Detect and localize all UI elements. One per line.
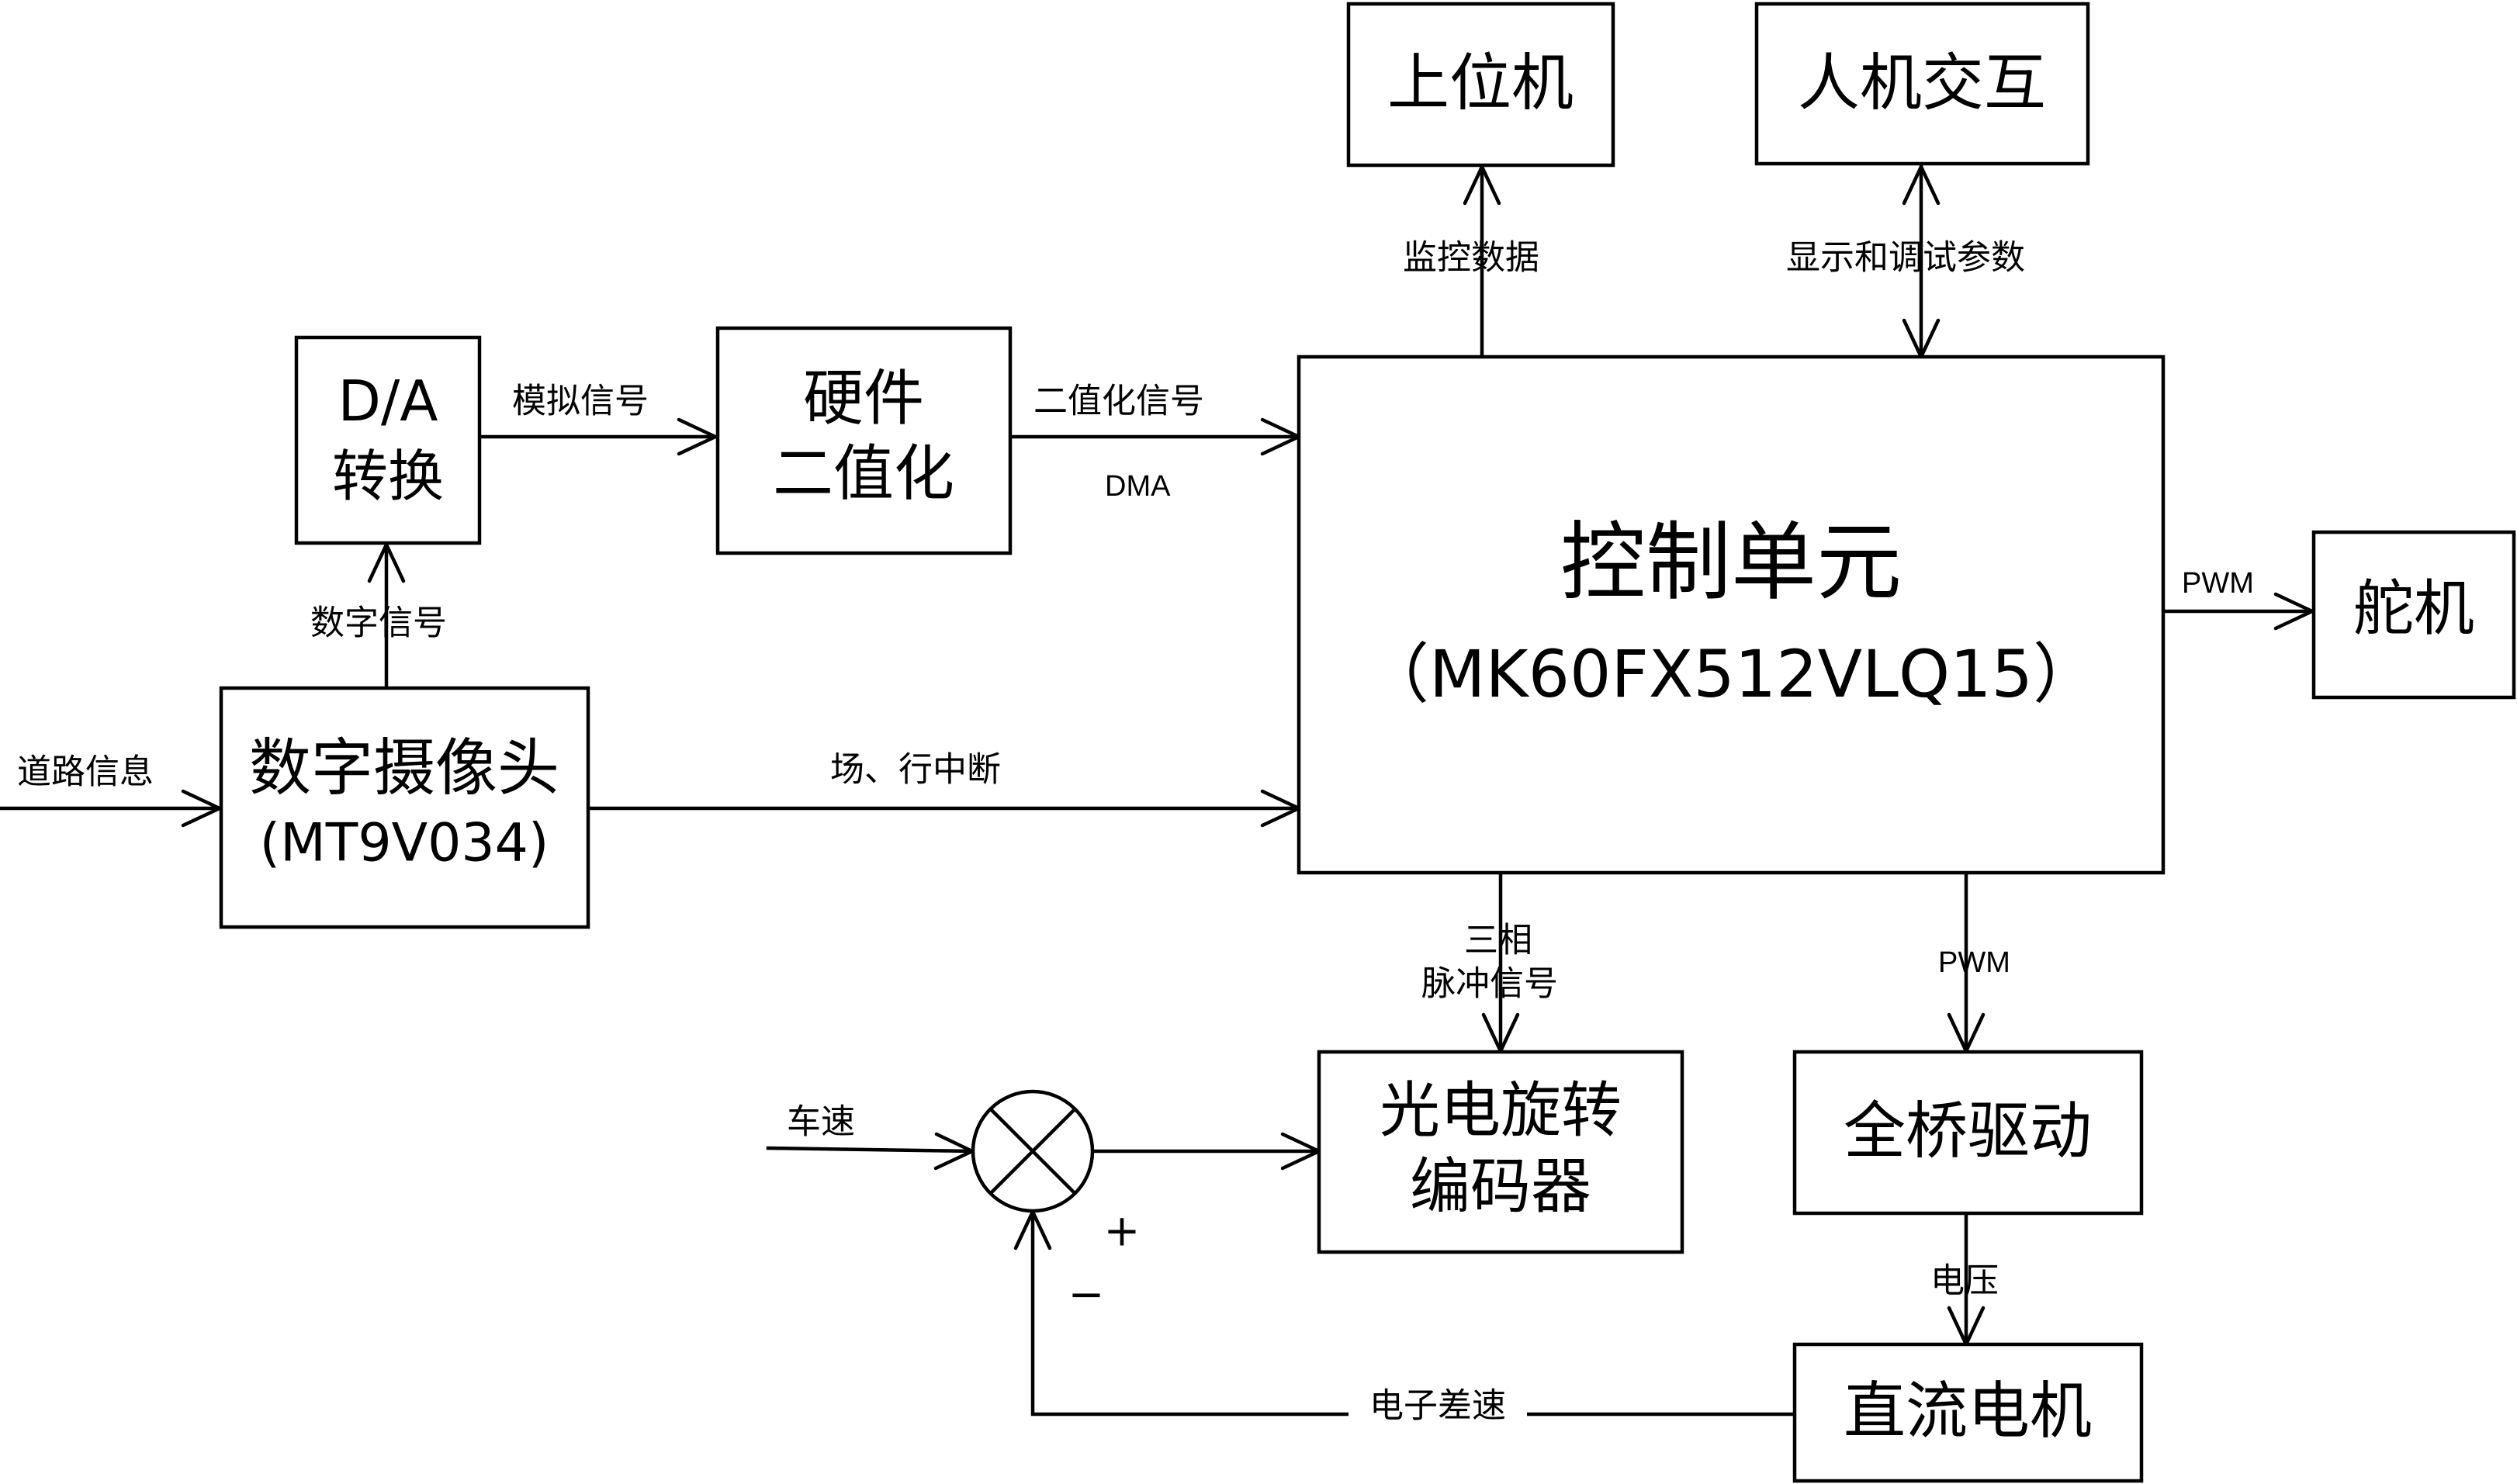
servo-block: 舵机 (2311, 530, 2516, 700)
control-unit-block: 控制单元 （MK60FX512VLQ15） (1297, 355, 2166, 875)
hmi-label: 人机交互 (1798, 47, 2046, 119)
hmi-block: 人机交互 (1754, 2, 2090, 166)
label-background-electronic-differential (1349, 1393, 1527, 1435)
da-label-line1: D/A (338, 368, 438, 434)
hardware-binarization-label-line2: 二值化 (773, 439, 954, 509)
digital-camera-label-line1: 数字摄像头 (249, 732, 559, 804)
full-bridge-driver-label: 全桥驱动 (1844, 1095, 2092, 1167)
label-dma: DMA (1105, 470, 1171, 503)
label-display-debug-params: 显示和调试参数 (1786, 238, 2025, 278)
label-pwm-bridge: PWM (1938, 946, 2010, 979)
wire-speed-to-sum (766, 1146, 975, 1154)
edge-labels: 监控数据 显示和调试参数 模拟信号 二值化信号 DMA 数字信号 道路信息 场、… (17, 238, 2254, 1435)
host-pc-block: 上位机 (1346, 2, 1615, 168)
arrowhead-hmi-top (1902, 164, 1941, 206)
summing-junction (971, 1089, 1095, 1213)
label-road-info: 道路信息 (17, 752, 154, 792)
da-label-line2: 转换 (332, 444, 444, 509)
digital-camera-label-line2: (MT9V034) (260, 813, 549, 874)
label-analog-signal: 模拟信号 (512, 382, 649, 421)
dc-motor-block: 直流电机 (1792, 1342, 2144, 1483)
label-three-phase-line2: 脉冲信号 (1421, 964, 1558, 1004)
encoder-block: 光电旋转 编码器 (1317, 1050, 1684, 1254)
da-converter-block: D/A 转换 (294, 335, 482, 545)
wire-motor-feedback (1030, 1209, 1795, 1417)
host-pc-label: 上位机 (1387, 47, 1574, 119)
digital-camera-block: 数字摄像头 (MT9V034) (219, 686, 590, 929)
encoder-label-line2: 编码器 (1410, 1152, 1591, 1222)
minus-sign: − (1068, 1270, 1105, 1320)
dc-motor-label: 直流电机 (1844, 1375, 2092, 1448)
control-unit-label-line1: 控制单元 (1560, 513, 1902, 612)
label-vehicle-speed: 车速 (787, 1102, 855, 1142)
label-pwm-servo: PWM (2182, 567, 2254, 600)
full-bridge-driver-block: 全桥驱动 (1792, 1050, 2144, 1216)
label-voltage: 电压 (1930, 1261, 1999, 1301)
arrowhead-binarize (677, 417, 718, 456)
encoder-label-line1: 光电旋转 (1380, 1076, 1622, 1146)
plus-sign: + (1104, 1206, 1141, 1257)
hardware-binarization-label-line1: 硬件 (803, 364, 924, 434)
control-unit-label-line2: （MK60FX512VLQ15） (1364, 636, 2098, 712)
label-electronic-differential: 电子差速 (1369, 1386, 1506, 1426)
label-binary-signal: 二值化信号 (1033, 382, 1204, 421)
servo-label: 舵机 (2353, 574, 2474, 644)
label-monitor-data: 监控数据 (1403, 238, 1539, 278)
hardware-binarization-block: 硬件 二值化 (715, 326, 1013, 555)
label-field-line-interrupt: 场、行中断 (830, 750, 1001, 790)
label-digital-signal: 数字信号 (310, 604, 447, 643)
label-three-phase-line1: 三相 (1464, 921, 1532, 960)
